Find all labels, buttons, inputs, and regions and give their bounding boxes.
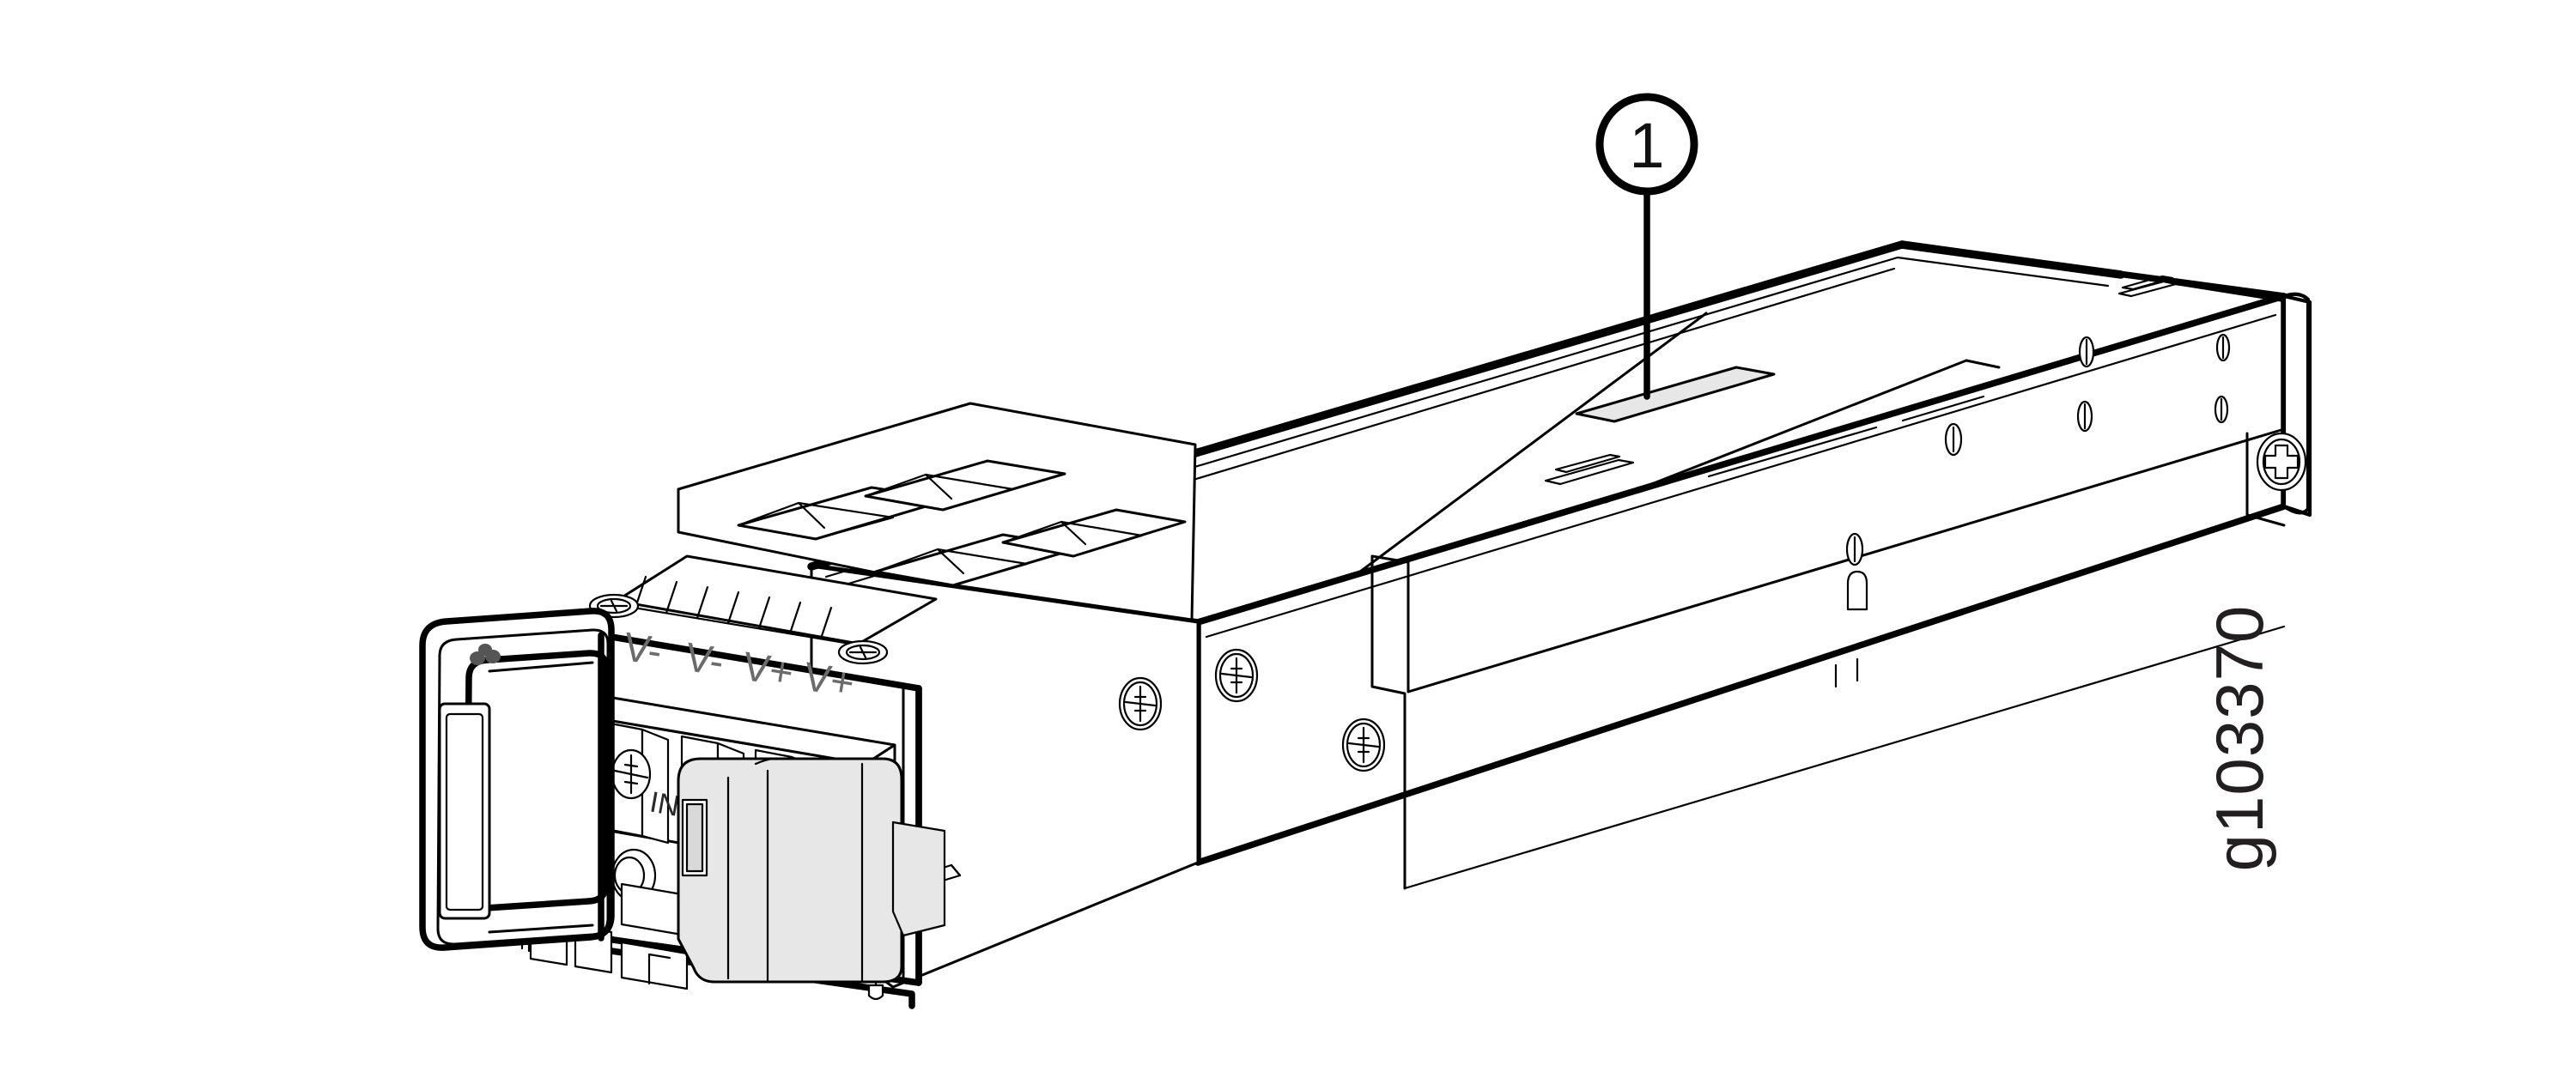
top-cutout-3-lip <box>874 548 1029 587</box>
front-top-panel <box>677 402 1197 621</box>
top-cutout-2[interactable] <box>864 459 1066 512</box>
input-label: IN <box>647 786 682 823</box>
top-cutout-4-fold <box>1060 520 1087 546</box>
terminal-2[interactable] <box>605 721 670 845</box>
rear-captive-screw[interactable] <box>2256 432 2307 492</box>
handle-bottom-scribe <box>488 924 594 934</box>
terminal-label-2: V+ <box>739 643 797 696</box>
chassis-top-seam-b <box>1604 359 1968 504</box>
top-cutout-2-lip <box>864 473 1015 512</box>
faceplate-scribe-foot <box>867 984 884 1001</box>
handle-grip-recess-inner <box>445 712 484 911</box>
handle-rivets <box>470 644 501 665</box>
chassis-top-seam-c <box>1965 359 2001 369</box>
chassis-top-front-edge <box>1195 294 2287 625</box>
front-top-vent-panel <box>588 402 1197 665</box>
top-scribe-1 <box>1707 426 1878 478</box>
side-screw-2[interactable] <box>1214 648 1259 703</box>
rear-latch-tab-top <box>2121 275 2174 291</box>
esd-cable-clip[interactable] <box>677 757 903 984</box>
side-screw-1[interactable] <box>1118 676 1163 731</box>
chassis-top-front-edge-inner <box>1205 313 2277 639</box>
chassis-top-back-edge-3 <box>2118 272 2287 303</box>
terminal-label-1: V- <box>682 633 726 684</box>
top-latch-tab-top <box>1554 453 1621 474</box>
top-cutout-3-fold <box>936 548 965 575</box>
rear-end-cap <box>2214 292 2312 527</box>
callout-1[interactable]: 1 <box>1595 93 1698 400</box>
faceplate-screw-right[interactable] <box>837 639 889 665</box>
chassis-top-back-edge-2 <box>1898 240 2125 279</box>
top-latch-tab[interactable] <box>1544 458 1635 486</box>
side-standoff-pin <box>1846 570 1868 611</box>
louver-vent-strip <box>615 554 938 647</box>
figure-id-watermark: g103370 <box>2202 605 2277 872</box>
handle-outer-bevel <box>436 628 610 946</box>
top-handle-slot[interactable] <box>1575 366 1776 423</box>
top-cutout-4[interactable] <box>1001 508 1187 558</box>
esd-clip-body[interactable] <box>677 757 903 984</box>
rear-face-round <box>2281 292 2311 515</box>
top-cutout-4-lip <box>1001 520 1144 558</box>
side-panel-notch <box>1370 554 1406 890</box>
esd-clip-top-bevel <box>754 757 881 766</box>
top-cutout-2-fold <box>924 473 953 500</box>
side-screw-3[interactable] <box>1341 718 1386 772</box>
top-scribe-2 <box>1901 395 1985 422</box>
esd-clip-window-inner <box>685 802 704 873</box>
callout-1-number: 1 <box>1629 110 1664 181</box>
ejector-handle[interactable] <box>419 608 615 951</box>
rear-bracket-step <box>2245 432 2286 527</box>
side-micro-slots <box>1834 657 1859 688</box>
top-cutout-1-lip <box>737 501 895 541</box>
louver-base <box>615 554 938 645</box>
terminal-label-3: V+ <box>800 653 858 706</box>
chassis-side-details <box>910 336 2286 890</box>
callout-1-circle[interactable] <box>1595 93 1698 196</box>
side-panel-notch-inner <box>1370 554 1410 693</box>
terminal-label-0: V- <box>620 623 665 674</box>
rear-vent-holes <box>2214 333 2231 424</box>
faceplate-shoulder-shade <box>891 821 946 937</box>
handle-top-scribe <box>488 661 594 673</box>
side-vent-holes <box>1845 336 2095 566</box>
top-cutout-1-fold <box>797 501 826 530</box>
side-panel-top-edge <box>1406 427 2286 693</box>
side-panel-bottom-edge <box>1403 625 2286 890</box>
